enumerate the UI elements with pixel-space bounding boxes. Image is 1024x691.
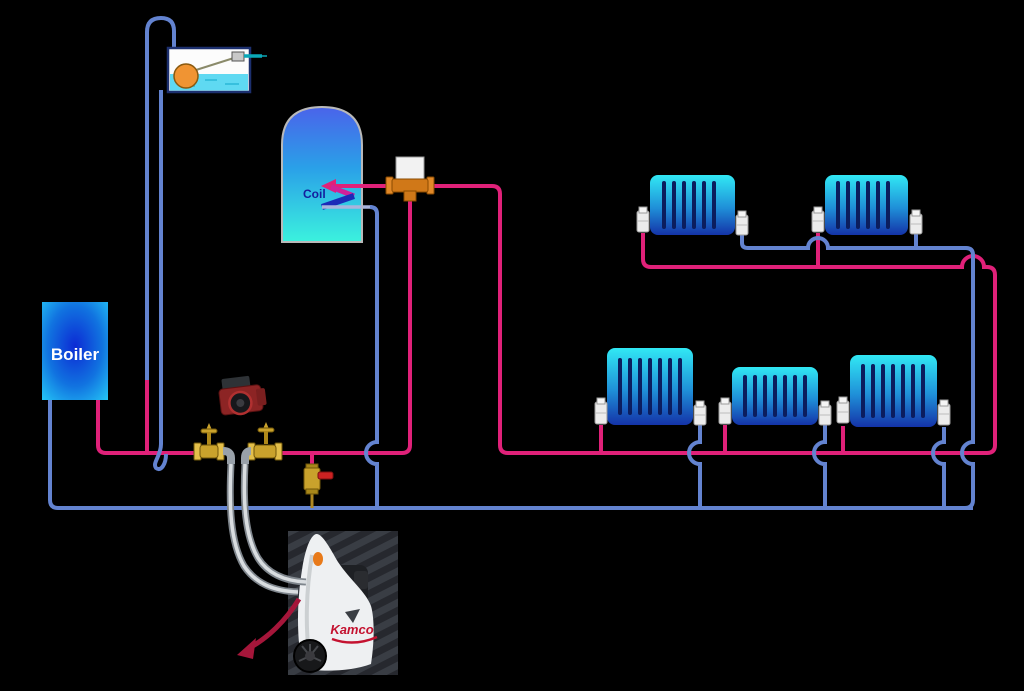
hot-water-cylinder: Coil <box>281 105 363 243</box>
machine-vent-notch <box>345 609 360 623</box>
kamco-logo-swoosh <box>331 635 378 644</box>
gate-valve-2-stem <box>264 431 268 444</box>
rad-valve-u1-left <box>636 206 650 233</box>
machine-white-cowl <box>298 533 374 671</box>
flow-pipe-riser-to-valve <box>248 198 412 455</box>
rad-valve-c-right <box>937 399 951 426</box>
gate-valve-1-body <box>199 444 219 459</box>
flushing-hoses <box>226 463 307 596</box>
valve-bottom-port <box>403 190 417 202</box>
return-pipe-main <box>48 400 973 510</box>
arrow-head <box>237 638 256 659</box>
cold-feed-pipe <box>153 90 168 471</box>
coil-lower-overlay <box>321 193 355 210</box>
hose-2 <box>242 463 307 584</box>
kamco-logo: Kamco <box>330 622 373 637</box>
kamco-flushing-machine: Kamco <box>293 533 378 673</box>
rad-valve-u1-right <box>735 210 749 236</box>
flow-pipe-heating-circuit <box>432 184 997 455</box>
flow-pipe-boiler-segment <box>96 400 232 455</box>
radiator-downstairs-b-fins <box>743 375 807 417</box>
hose-elbow-2 <box>241 447 252 464</box>
gate-valve-1-spindle-tip <box>206 423 212 430</box>
coil-overlay <box>321 179 388 210</box>
coil-label: Coil <box>303 187 326 201</box>
drain-lever-red <box>317 471 334 480</box>
gate-valve-1 <box>193 423 225 461</box>
valve-body <box>391 178 429 193</box>
drain-cock <box>303 463 334 495</box>
rad-valve-a-right <box>693 400 707 426</box>
rad-valve-c-left <box>836 396 850 424</box>
machine-wheel-hub <box>305 651 315 661</box>
rad-valve-b-left <box>718 397 732 425</box>
rad-valve-group <box>594 206 951 426</box>
boiler-label: Boiler <box>51 345 100 364</box>
boiler: Boiler <box>42 302 108 400</box>
gate-valve-2 <box>247 422 283 461</box>
rad-valve-b-right <box>818 400 832 426</box>
cylinder-body <box>281 105 363 243</box>
pump-face-hub <box>236 398 245 407</box>
pump-flange <box>256 388 267 406</box>
boiler-body <box>42 302 108 400</box>
three-port-motorised-valve <box>385 156 435 202</box>
gate-valve-2-spindle-tip <box>263 422 269 429</box>
radiator-downstairs-a-fins <box>618 358 682 415</box>
return-stub-rad-b <box>812 425 827 508</box>
machine-motor <box>354 571 368 589</box>
return-stub-rad-c <box>931 427 946 508</box>
float-valve <box>231 51 245 62</box>
drain-body <box>303 467 321 491</box>
radiator-valves <box>594 206 951 426</box>
drain-bottom-nut <box>305 488 319 495</box>
hose-elbow-1 <box>222 447 235 464</box>
hose-1 <box>228 463 299 594</box>
return-pipe-upstairs <box>740 233 975 510</box>
vent-pipe-over-tank <box>145 15 176 380</box>
rad-valve-a-left <box>594 397 608 425</box>
float-ball <box>173 63 199 89</box>
arrow-curve <box>249 597 302 650</box>
radiators <box>607 175 937 427</box>
cylinder-return-pipe <box>364 205 379 508</box>
float-arm <box>195 56 238 71</box>
gate-valve-2-body <box>253 444 277 459</box>
machine-orange-cap <box>313 552 323 566</box>
rad-valve-u2-right <box>909 209 923 235</box>
radiator-upstairs-1-fins <box>662 181 716 229</box>
circulating-pump <box>218 375 267 416</box>
valve-actuator <box>395 156 425 180</box>
feed-and-expansion-tank <box>166 46 267 94</box>
radiator-downstairs-c-fins <box>861 364 925 418</box>
return-stub-rad-a <box>687 424 702 508</box>
rad-valve-u2-left <box>811 206 825 233</box>
radiator-upstairs-2-fins <box>836 181 890 229</box>
gate-valve-1-stem <box>207 432 211 445</box>
flow-direction-arrow <box>237 597 302 659</box>
